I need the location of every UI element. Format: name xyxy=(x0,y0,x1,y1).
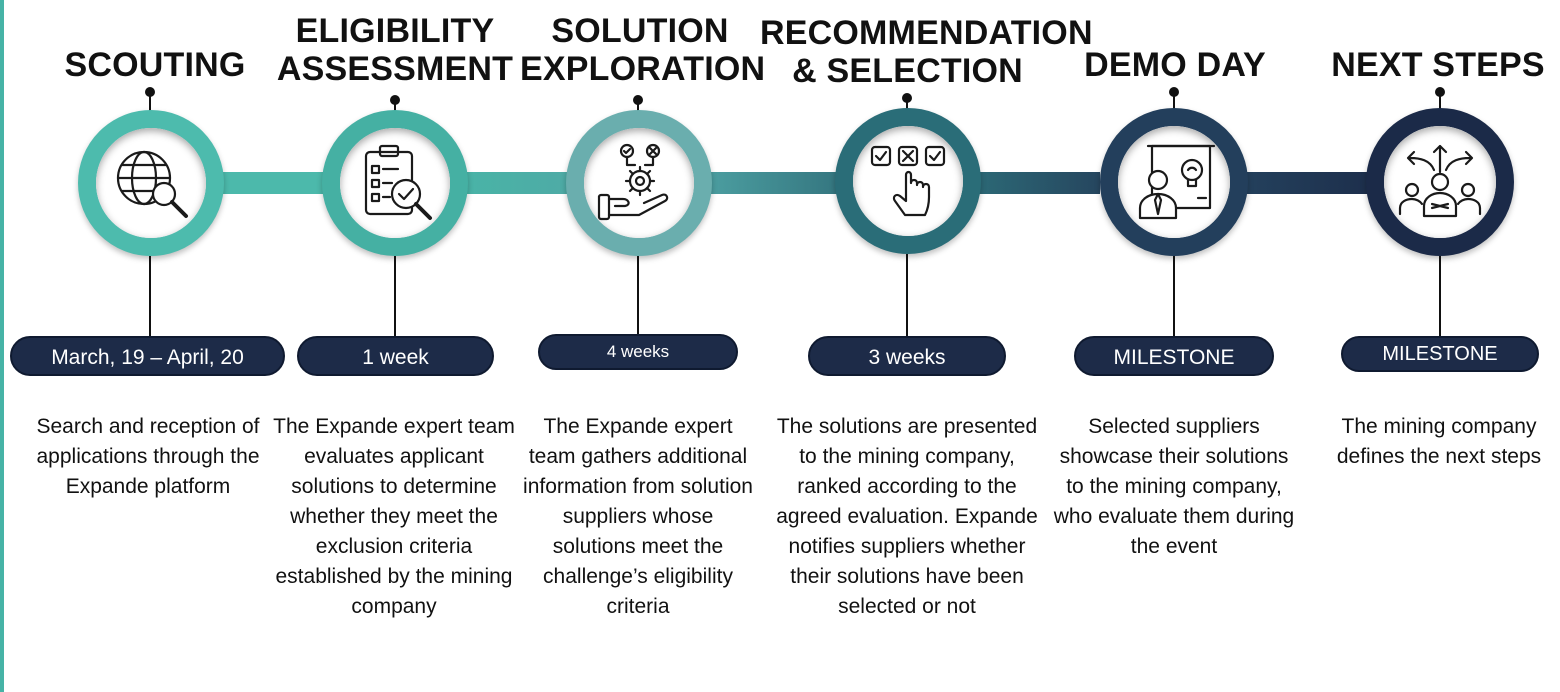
step-circle-inner xyxy=(1118,126,1230,238)
step-description: Search and reception of applications thr… xyxy=(36,415,260,498)
timeline-connector xyxy=(460,172,590,194)
step-circle-inner xyxy=(340,128,450,238)
step-title-line: ASSESSMENT xyxy=(276,50,514,88)
pin-line xyxy=(1439,92,1441,112)
step-title-line: ELIGIBILITY xyxy=(295,12,495,50)
step-circle xyxy=(566,110,712,256)
step-title-line: DEMO DAY xyxy=(1084,46,1266,84)
step-circle-inner xyxy=(853,126,963,236)
timeline-connector xyxy=(975,172,1100,194)
selection-click-icon xyxy=(870,145,946,217)
timeline-connector xyxy=(220,172,340,194)
step-title: NEXT STEPS xyxy=(1318,46,1558,84)
pin-line xyxy=(1173,92,1175,112)
globe-search-icon xyxy=(116,150,188,218)
step-title: SOLUTION EXPLORATION xyxy=(520,12,766,88)
step-description: The Expande expert team evaluates applic… xyxy=(273,415,515,618)
step-title: RECOMMENDATION & SELECTION xyxy=(760,14,1093,90)
step-description: The mining company defines the next step… xyxy=(1336,415,1542,468)
duration-pill: 4 weeks xyxy=(538,334,738,370)
step-circle xyxy=(835,108,981,254)
step-title-line: RECOMMENDATION xyxy=(760,14,1093,52)
duration-pill: 3 weeks xyxy=(808,336,1006,376)
step-stem xyxy=(1439,256,1441,338)
duration-pill: March, 19 – April, 20 xyxy=(10,336,285,376)
step-circle-inner xyxy=(584,128,694,238)
step-description: The solutions are presented to the minin… xyxy=(776,415,1038,618)
duration-pill: MILESTONE xyxy=(1074,336,1274,376)
duration-pill: MILESTONE xyxy=(1341,336,1539,372)
step-circle-inner xyxy=(1384,126,1496,238)
step-title-line: SOLUTION xyxy=(551,12,729,50)
step-title-line: EXPLORATION xyxy=(520,50,766,88)
step-circle xyxy=(1366,108,1514,256)
step-stem xyxy=(1173,256,1175,338)
presenter-idea-icon xyxy=(1138,144,1216,220)
pin-line xyxy=(906,98,908,112)
step-title-line: NEXT STEPS xyxy=(1331,46,1545,84)
step-stem xyxy=(394,256,396,338)
pin-line xyxy=(149,92,151,114)
left-accent-bar xyxy=(0,0,4,692)
step-circle-inner xyxy=(96,128,206,238)
step-description: The Expande expert team gathers addition… xyxy=(523,415,753,618)
pin-line xyxy=(637,100,639,114)
step-circle xyxy=(322,110,468,256)
team-directions-icon xyxy=(1398,144,1482,218)
duration-pill: 1 week xyxy=(297,336,494,376)
step-stem xyxy=(149,256,151,338)
step-title-line: SCOUTING xyxy=(64,46,246,84)
step-title: SCOUTING xyxy=(55,46,255,84)
step-circle xyxy=(1100,108,1248,256)
step-title: ELIGIBILITY ASSESSMENT xyxy=(270,12,520,88)
pin-line xyxy=(394,100,396,114)
step-stem xyxy=(906,254,908,338)
step-circle xyxy=(78,110,224,256)
step-title: DEMO DAY xyxy=(1075,46,1275,84)
timeline-connector xyxy=(1240,172,1370,194)
step-description: Selected suppliers showcase their soluti… xyxy=(1053,415,1295,558)
step-stem xyxy=(637,256,639,338)
clipboard-check-icon xyxy=(364,144,432,220)
timeline-connector xyxy=(705,172,860,194)
step-title-line: & SELECTION xyxy=(792,52,1023,90)
hand-gear-icon xyxy=(597,143,669,221)
